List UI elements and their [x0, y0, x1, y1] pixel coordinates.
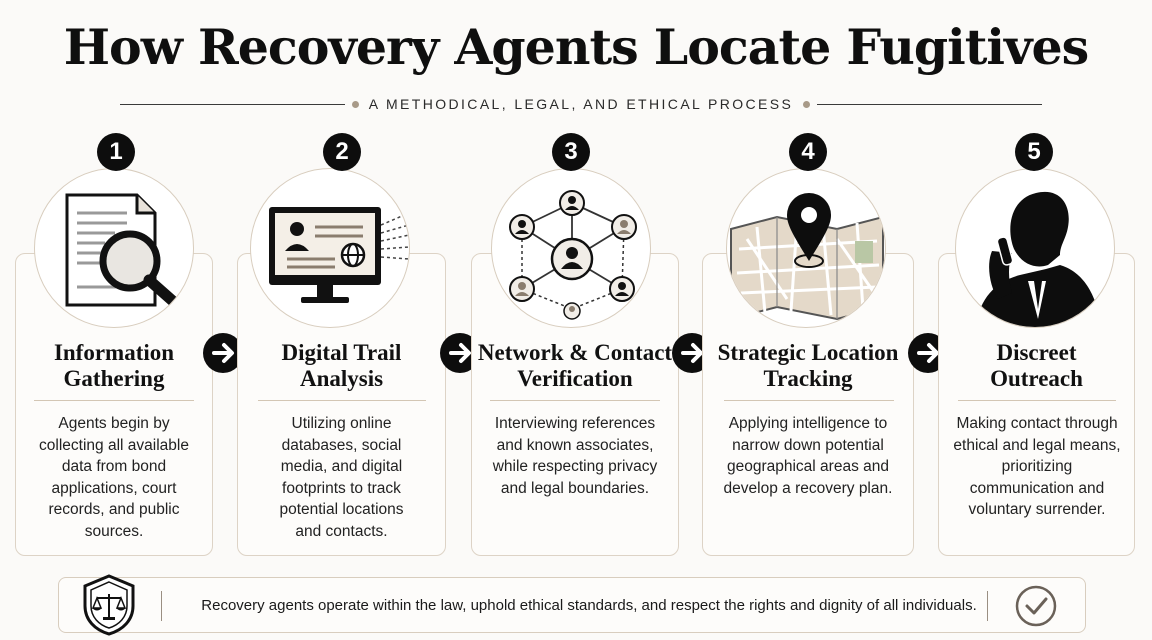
step-1-title-line-1: Information	[53, 340, 175, 365]
subtitle-dot-right	[803, 101, 810, 108]
step-5-desc-line: communication and	[969, 479, 1105, 497]
subtitle-rule-left	[120, 104, 345, 105]
arrow-right-icon	[203, 333, 243, 373]
subtitle-row: A METHODICAL, LEGAL, AND ETHICAL PROCESS	[120, 95, 1042, 115]
step-1-desc-line: applications, court	[51, 479, 177, 497]
step-4-divider	[724, 400, 894, 401]
step-2-icon-circle	[250, 168, 410, 328]
map-pin-icon	[730, 193, 884, 321]
step-5-desc-line: prioritizing	[1001, 458, 1073, 475]
subtitle-dot-left	[352, 101, 359, 108]
step-3-title-line-2: Verification	[517, 366, 633, 391]
shield-scales-icon	[81, 572, 137, 636]
step-3-description: Interviewing references and known associ…	[474, 413, 676, 499]
step-1-icon-circle	[34, 168, 194, 328]
step-1-desc-line: records, and public	[48, 501, 180, 518]
person-on-phone-icon	[976, 191, 1102, 327]
footer-separator-right	[987, 591, 988, 621]
step-1-divider	[34, 400, 194, 401]
step-4-desc-line: narrow down potential	[732, 436, 884, 454]
network-icon	[509, 190, 637, 320]
step-5-desc-line: voluntary surrender.	[968, 501, 1106, 518]
subtitle-rule-right	[817, 104, 1042, 105]
step-4-title: Strategic Location Tracking	[702, 340, 914, 392]
step-2-desc-line: databases, social	[281, 436, 402, 454]
checkmark-icon	[1014, 584, 1058, 628]
step-1-desc-line: sources.	[84, 522, 144, 540]
step-3-icon-circle	[491, 168, 651, 328]
footer-separator-left	[161, 591, 162, 621]
step-1-desc-line: collecting all available	[39, 436, 189, 454]
step-2-desc-line: Utilizing online	[291, 415, 392, 432]
page-subtitle: A METHODICAL, LEGAL, AND ETHICAL PROCESS	[368, 96, 794, 112]
step-2-title-line-2: Analysis	[299, 366, 384, 391]
step-card-5	[938, 253, 1135, 556]
step-4-icon-circle	[726, 168, 886, 328]
step-5-title: Discreet Outreach	[938, 340, 1135, 392]
step-3-desc-line: Interviewing references	[494, 415, 656, 432]
computer-monitor-icon	[269, 207, 409, 303]
step-4-desc-line: geographical areas and	[726, 458, 889, 475]
step-2-number: 2	[323, 133, 361, 171]
step-2-title-line-1: Digital Trail	[281, 340, 402, 365]
step-4-desc-line: Applying intelligence to	[728, 415, 888, 432]
step-1-description: Agents begin by collecting all available…	[20, 413, 208, 542]
step-3-title: Network & Contact Verification	[471, 340, 679, 392]
step-2-description: Utilizing online databases, social media…	[242, 413, 441, 542]
step-2-desc-line: media, and digital	[280, 458, 403, 475]
step-5-desc-line: ethical and legal means,	[953, 436, 1121, 454]
step-4-desc-line: develop a recovery plan.	[723, 479, 893, 497]
step-3-title-line-1: Network & Contact	[477, 340, 673, 365]
step-2-title: Digital Trail Analysis	[237, 340, 446, 392]
step-3-desc-line: while respecting privacy	[492, 458, 658, 475]
step-3-desc-line: and known associates,	[496, 436, 654, 454]
page-title: How Recovery Agents Locate Fugitives	[63, 18, 1090, 76]
step-3-number: 3	[552, 133, 590, 171]
step-4-description: Applying intelligence to narrow down pot…	[705, 413, 911, 499]
step-3-divider	[490, 400, 660, 401]
step-1-title: Information Gathering	[15, 340, 213, 392]
step-5-title-line-1: Discreet	[996, 340, 1077, 365]
step-2-desc-line: footprints to track	[282, 479, 401, 497]
footer-statement: Recovery agents operate within the law, …	[201, 597, 977, 614]
step-3-desc-line: and legal boundaries.	[500, 479, 650, 497]
step-1-desc-line: Agents begin by	[58, 415, 170, 432]
step-5-desc-line: Making contact through	[956, 415, 1118, 432]
step-5-description: Making contact through ethical and legal…	[942, 413, 1132, 521]
step-2-divider	[258, 400, 426, 401]
step-1-title-line-2: Gathering	[63, 366, 165, 391]
step-2-desc-line: and contacts.	[295, 522, 388, 540]
document-magnifier-icon	[65, 193, 181, 309]
step-5-number: 5	[1015, 133, 1053, 171]
step-4-title-line-1: Strategic Location	[717, 340, 899, 365]
footer-banner: Recovery agents operate within the law, …	[58, 574, 1086, 636]
step-1-number: 1	[97, 133, 135, 171]
step-5-icon-circle	[955, 168, 1115, 328]
step-1-desc-line: data from bond	[61, 458, 167, 475]
step-2-desc-line: potential locations	[279, 501, 404, 518]
step-5-divider	[958, 400, 1116, 401]
step-4-number: 4	[789, 133, 827, 171]
step-5-title-line-2: Outreach	[990, 366, 1083, 391]
step-4-title-line-2: Tracking	[763, 366, 853, 391]
